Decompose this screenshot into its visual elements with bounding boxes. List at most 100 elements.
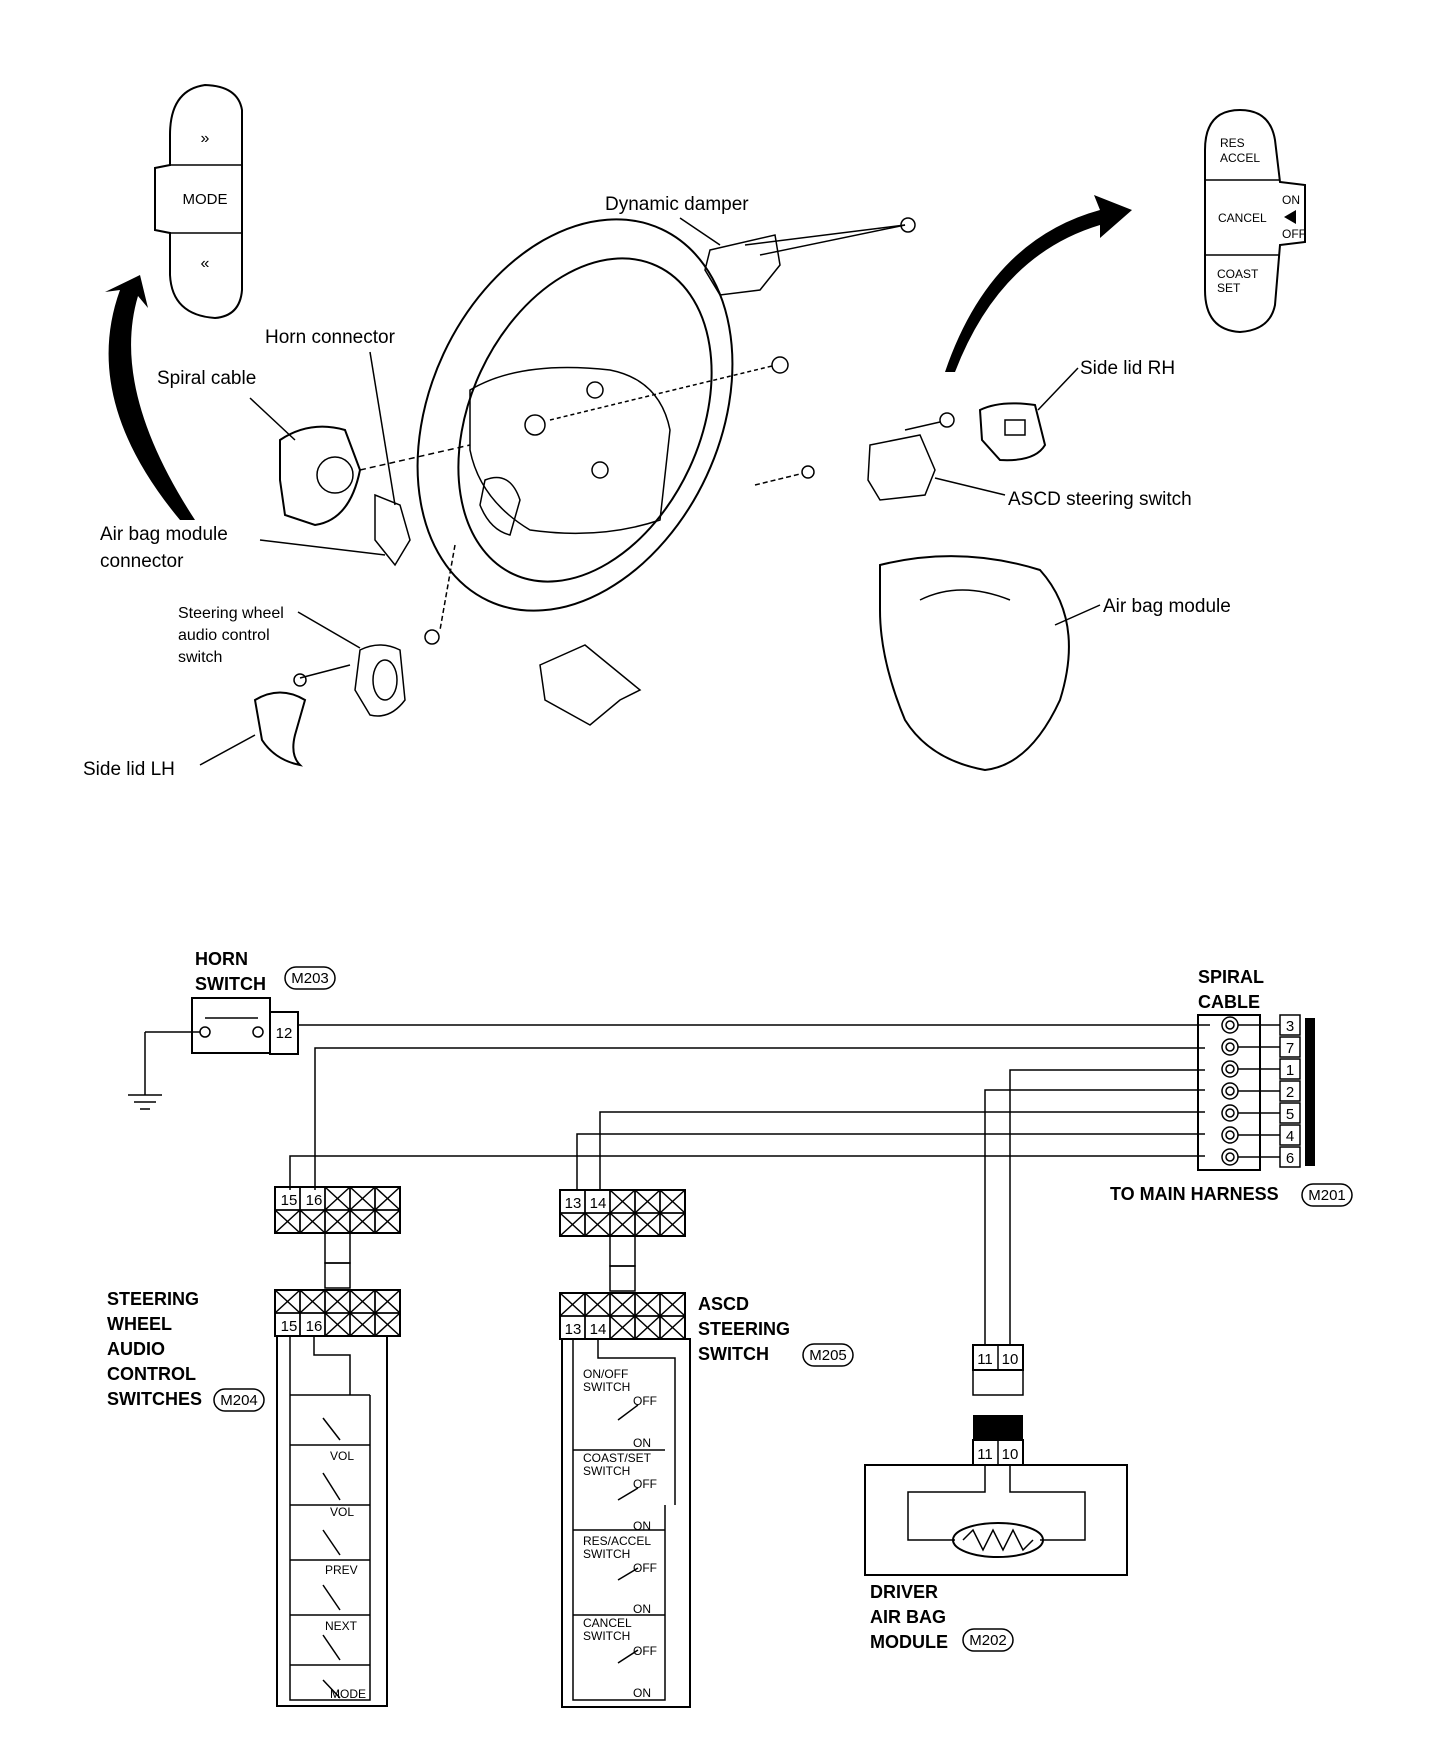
ascd-coast-label-1: COAST/SET [583,1451,652,1465]
steering-wheel [416,218,734,612]
airbag-label-2: AIR BAG [870,1607,946,1627]
audio-switch-label-3: switch [178,649,222,666]
ascd-top-pin-13: 13 [565,1195,582,1212]
airbag-module-part [879,555,1070,772]
ascd-top-pin-14: 14 [590,1195,607,1212]
audio-bottom-pin-15: 15 [281,1318,298,1335]
audio-switches-label-1: STEERING [107,1289,199,1309]
ascd-switch-body [561,1338,691,1708]
ascd-cancel-on: ON [633,1686,651,1700]
ascd-bottom-pin-13: 13 [565,1321,582,1338]
res-label-2: ACCEL [1220,151,1260,165]
airbag-module-box [864,1464,1128,1576]
audio-control-pad: » MODE « [154,83,243,320]
ascd-res-on: ON [633,1602,651,1616]
ascd-coast-off: OFF [633,1477,657,1491]
ascd-coast-label-2: SWITCH [583,1464,630,1478]
cancel-label: CANCEL [1218,211,1267,225]
spiral-pin-number: 1 [1286,1062,1294,1079]
audio-coupler-top [324,1232,351,1264]
airbag-connector-badge: M202 [962,1628,1014,1652]
spiral-pin-terminal [1221,1016,1239,1034]
airbag-label-1: DRIVER [870,1582,938,1602]
coast-label-1: COAST [1217,267,1259,281]
ascd-cancel-label-1: CANCEL [583,1616,632,1630]
audio-up-icon: » [201,130,210,147]
ascd-label-3: SWITCH [698,1344,769,1364]
ascd-connector-badge: M205 [802,1343,854,1367]
audio-switch-label-2: audio control [178,627,270,644]
audio-switch-part [293,544,456,717]
ascd-label-2: STEERING [698,1319,790,1339]
airbag-bottom-pin-11: 11 [977,1446,993,1463]
airbag-module-label: Air bag module [1103,596,1231,617]
airbag-label-3: MODULE [870,1632,948,1652]
horn-switch-label-1: HORN [195,949,248,969]
horn-connector-code: M203 [291,970,329,987]
audio-switches-label-3: AUDIO [107,1339,165,1359]
ascd-onoff-on: ON [633,1436,651,1450]
airbag-bottom-coupler [973,1415,1023,1440]
ascd-onoff-label-1: ON/OFF [583,1367,628,1381]
audio-down-icon: « [201,255,210,272]
airbag-connector-label-2: connector [100,551,184,572]
airbag-connector-code: M202 [969,1632,1007,1649]
horn-pin-12: 12 [276,1025,293,1042]
res-label-1: RES [1220,136,1245,150]
audio-top-pin-15: 15 [281,1192,298,1209]
main-harness-connector-code: M201 [1308,1187,1346,1204]
ascd-coupler-bottom [609,1265,636,1292]
resistor-icon [962,1528,1034,1552]
spiral-cable [279,425,411,567]
horn-switch-box [191,997,271,1054]
squib-icon [952,1522,1044,1558]
audio-mode-label: MODE [183,191,228,208]
off-label: OFF [1282,227,1306,241]
ascd-switch-label: ASCD steering switch [1008,489,1192,510]
spiral-pin-terminal [1221,1082,1239,1100]
spiral-pin-number: 2 [1286,1084,1294,1101]
spiral-harness-bar [1305,1018,1315,1166]
side-lid-rh-label: Side lid RH [1080,358,1175,379]
audio-connector-bottom [274,1289,401,1337]
audio-switch-body [276,1335,388,1707]
side-lid-lh [253,691,307,767]
audio-switches-label-2: WHEEL [107,1314,172,1334]
ground-icon [128,1094,162,1110]
horn-pin-box [269,1011,299,1055]
spiral-pin-terminal [1221,1126,1239,1144]
dynamic-damper [704,217,916,296]
spiral-cable-label-2: CABLE [1198,992,1260,1012]
ascd-bottom-pin-14: 14 [590,1321,607,1338]
ascd-res-label-1: RES/ACCEL [583,1534,651,1548]
audio-switch-contacts [290,1417,370,1699]
spiral-pin-terminal [1221,1038,1239,1056]
audio-switches-label-5: SWITCHES [107,1389,202,1409]
main-harness-label: TO MAIN HARNESS [1110,1184,1279,1204]
ascd-onoff-label-2: SWITCH [583,1380,630,1394]
nut-icon [771,356,789,374]
ascd-res-label-2: SWITCH [583,1547,630,1561]
audio-connector-code: M204 [220,1392,258,1409]
spiral-pin-terminal [1221,1104,1239,1122]
on-label: ON [1282,193,1300,207]
main-harness-connector-badge: M201 [1301,1183,1353,1207]
spiral-pin-number: 3 [1286,1018,1294,1035]
audio-switches-label-4: CONTROL [107,1364,196,1384]
ascd-switch-contacts [573,1404,665,1664]
airbag-connector-label-1: Air bag module [100,524,228,545]
spiral-pin-number: 4 [1286,1128,1294,1145]
spiral-pin-number: 5 [1286,1106,1294,1123]
ascd-switch-part [754,412,955,501]
ascd-res-off: OFF [633,1561,657,1575]
spiral-cable-label-1: SPIRAL [1198,967,1264,987]
harness-wires [289,1024,1210,1345]
audio-top-pin-16: 16 [306,1192,323,1209]
audio-bottom-pin-16: 16 [306,1318,323,1335]
ascd-control-pad: RES ACCEL CANCEL ON OFF COAST SET [1204,108,1306,334]
audio-connector-top [274,1186,401,1234]
spiral-pin-terminal [1221,1148,1239,1166]
side-lid-rh [978,402,1047,462]
audio-vol-up-label: VOL [330,1449,354,1463]
